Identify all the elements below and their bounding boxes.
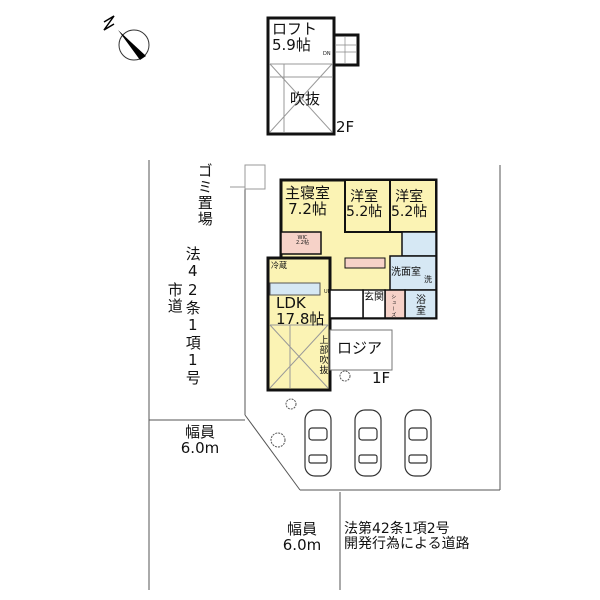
stairs-icon <box>329 289 364 319</box>
loft-name: ロフト <box>272 20 318 38</box>
room-size: 5.2帖 <box>346 203 383 220</box>
master-bedroom-label: 主寝室 7.2帖 <box>285 184 331 218</box>
wic-label: WIC 2.2帖 <box>296 235 309 247</box>
south-road-label: 法第42条1項2号 開発行為による道路 <box>344 522 470 551</box>
room-size: 5.2帖 <box>391 203 428 220</box>
fridge-label: 冷蔵 <box>271 261 287 270</box>
site-boundaries <box>148 160 501 590</box>
south-road-name: 開発行為による道路 <box>344 535 470 552</box>
room-size: 17.8帖 <box>276 309 325 328</box>
room-name: WIC <box>297 235 308 241</box>
room-name: 主寝室 <box>285 184 331 202</box>
ldk-label: LDK 17.8帖 <box>276 294 325 328</box>
room-size: 7.2帖 <box>288 199 327 218</box>
north-arrow-icon <box>103 15 150 61</box>
washroom-label: 洗面室 <box>391 267 421 278</box>
room-size: 2.2帖 <box>296 240 309 247</box>
width-label: 幅員 <box>184 423 215 441</box>
south-road-type: 法第42条1項2号 <box>344 521 450 537</box>
width-value: 6.0m <box>282 535 322 554</box>
west-road-width: 幅員 6.0m <box>170 423 230 457</box>
room-name: 洋室 <box>350 189 379 205</box>
tree-icon <box>285 398 297 410</box>
car-icon <box>304 409 332 477</box>
stairs-icon <box>332 33 360 67</box>
width-value: 6.0m <box>180 438 220 457</box>
floor2-plan <box>266 16 360 136</box>
south-road-width: 幅員 6.0m <box>272 520 332 554</box>
west-road-name: 市道 <box>165 282 184 314</box>
tree-icon <box>270 432 286 448</box>
floor1-plan <box>266 178 438 392</box>
entrance-label: 玄関 <box>364 292 384 303</box>
floor1-label: 1F <box>372 369 391 387</box>
stairs-dn-label: DN <box>323 51 331 57</box>
shoe-closet-label: シューズ <box>390 294 397 318</box>
car-icon <box>354 409 382 477</box>
loft-size: 5.9帖 <box>272 35 311 54</box>
loft-label: ロフト 5.9帖 <box>272 20 318 54</box>
room-name: 洋室 <box>395 189 424 205</box>
width-label: 幅員 <box>286 520 317 538</box>
car-icon <box>404 409 432 477</box>
tree-icon <box>339 370 351 382</box>
floor2-label: 2F <box>336 118 355 136</box>
garbage-area-label: ゴミ置場 <box>195 163 214 227</box>
stairs-up-label: UP <box>324 289 331 295</box>
washer-label: 洗 <box>424 275 432 284</box>
void-label: 吹抜 <box>290 90 321 108</box>
western-room-2-label: 洋室 5.2帖 <box>391 190 427 219</box>
upper-void-label: 上部吹抜 <box>317 335 328 375</box>
western-room-1-label: 洋室 5.2帖 <box>346 190 382 219</box>
room-name: LDK <box>276 294 306 312</box>
bath-label: 浴室 <box>413 294 425 316</box>
loggia-label: ロジア <box>337 339 383 357</box>
west-road-type: 法42条1項1号 <box>183 246 202 386</box>
